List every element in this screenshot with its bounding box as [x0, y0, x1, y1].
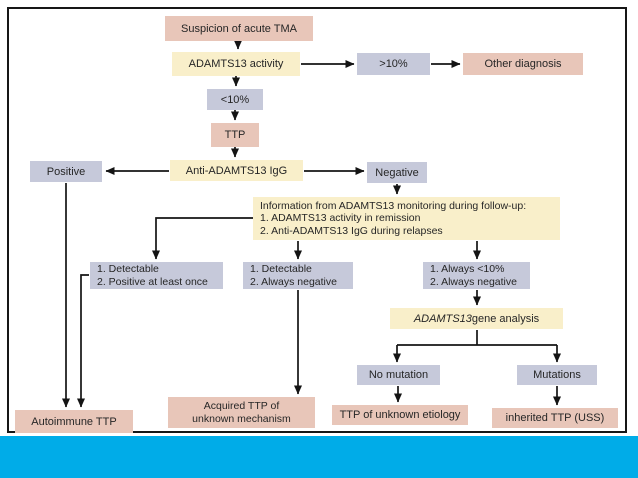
branch-line: 1. Always <10% [430, 263, 505, 275]
node-other-diagnosis: Other diagnosis [463, 53, 583, 75]
node-branch-detectable-positive: 1. Detectable 2. Positive at least once [90, 262, 223, 289]
node-activity-below-10pct: <10% [207, 89, 263, 110]
branch-line: 1. Detectable [97, 263, 159, 275]
node-autoimmune-ttp: Autoimmune TTP [15, 410, 133, 433]
followup-info-item: 1. ADAMTS13 activity in remission [260, 212, 421, 225]
node-igg-negative: Negative [367, 162, 427, 183]
node-mutations: Mutations [517, 365, 597, 385]
node-branch-always-low: 1. Always <10% 2. Always negative [423, 262, 530, 289]
node-branch-detectable-negative: 1. Detectable 2. Always negative [243, 262, 353, 289]
gene-analysis-rest: gene analysis [471, 312, 540, 325]
node-suspicion-of-acute-tma: Suspicion of acute TMA [165, 16, 313, 41]
node-anti-adamts13-igg: Anti-ADAMTS13 IgG [170, 160, 303, 181]
node-inherited-ttp-uss: inherited TTP (USS) [492, 408, 618, 428]
node-ttp-unknown-etiology: TTP of unknown etiology [332, 405, 468, 425]
node-ttp: TTP [211, 123, 259, 147]
node-igg-positive: Positive [30, 161, 102, 182]
node-no-mutation: No mutation [357, 365, 440, 385]
node-followup-monitoring-info: Information from ADAMTS13 monitoring dur… [253, 197, 560, 240]
gene-name-italic: ADAMTS13 [413, 312, 472, 325]
followup-info-title: Information from ADAMTS13 monitoring dur… [260, 199, 527, 212]
node-activity-above-10pct: >10% [357, 53, 430, 75]
node-adamts13-gene-analysis: ADAMTS13 gene analysis [390, 308, 563, 329]
branch-line: 1. Detectable [250, 263, 312, 275]
followup-info-item: 2. Anti-ADAMTS13 IgG during relapses [260, 224, 443, 237]
acquired-line: Acquired TTP of [203, 400, 280, 412]
branch-line: 2. Always negative [430, 275, 517, 288]
branch-line: 2. Positive at least once [97, 275, 208, 288]
branch-line: 2. Always negative [250, 275, 337, 288]
bottom-accent-bar [0, 436, 638, 478]
node-acquired-ttp-unknown-mechanism: Acquired TTP of unknown mechanism [168, 397, 315, 428]
node-adamts13-activity: ADAMTS13 activity [172, 52, 300, 76]
acquired-line: unknown mechanism [192, 412, 291, 425]
